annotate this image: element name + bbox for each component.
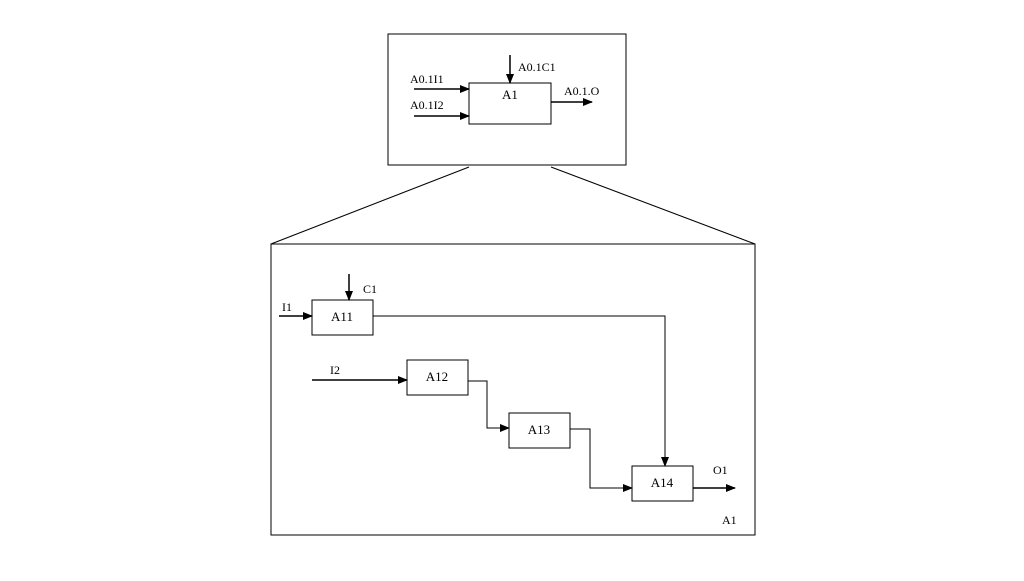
zoom-line-left xyxy=(270,166,470,245)
context-box-a1-label: A1 xyxy=(502,87,518,102)
context-output-label: A0.1.O xyxy=(564,84,600,98)
arrow-a12-to-a13 xyxy=(468,380,510,432)
box-a13-label: A13 xyxy=(528,422,550,437)
box-a14-label: A14 xyxy=(651,475,674,490)
context-frame xyxy=(387,33,627,166)
context-input-2-label: A0.1I2 xyxy=(410,98,444,112)
arrow-a11-to-a14 xyxy=(373,315,669,467)
input-i2-label: I2 xyxy=(330,363,340,377)
box-a12 xyxy=(406,359,469,396)
decomposition-frame xyxy=(270,243,756,536)
box-a14 xyxy=(631,465,694,502)
input-i1-label: I1 xyxy=(282,300,292,314)
context-input-1-label: A0.1I1 xyxy=(410,72,444,86)
decomposition-frame-label: A1 xyxy=(722,513,737,527)
context-control-label: A0.1C1 xyxy=(518,60,556,74)
box-a11 xyxy=(311,299,374,336)
zoom-line-right xyxy=(550,166,756,245)
box-a12-label: A12 xyxy=(426,369,448,384)
control-c1-label: C1 xyxy=(363,282,377,296)
output-o1-label: O1 xyxy=(713,463,728,477)
context-diagram: A1 A0.1I1 A0.1I2 A0.1C1 A0.1.O xyxy=(387,33,627,166)
decomposition-diagram: A1 A11 A12 A13 A14 I1 C1 I2 xyxy=(270,243,756,536)
arrow-a13-to-a14 xyxy=(570,428,633,492)
box-a11-label: A11 xyxy=(331,309,353,324)
